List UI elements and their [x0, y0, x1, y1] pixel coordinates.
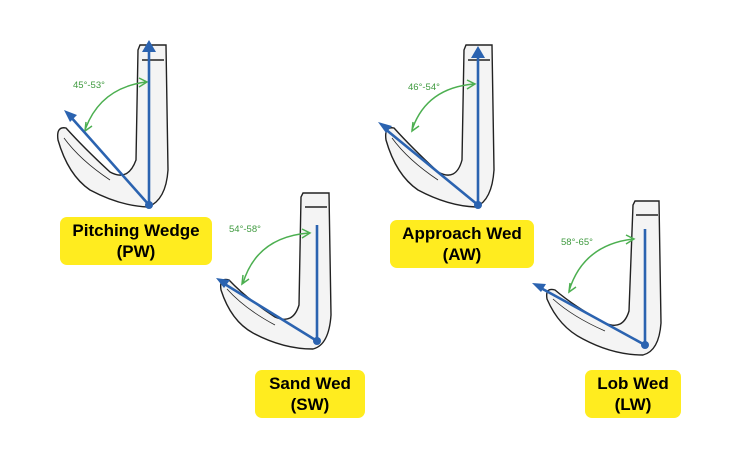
club-abbr: (LW) [614, 395, 652, 414]
angle-arc-arrowhead [241, 274, 250, 286]
angle-arc-arrowhead [301, 228, 312, 239]
club-abbr: (SW) [290, 395, 330, 414]
club-name: Pitching Wedge [72, 221, 200, 240]
pitching-wedge-label: Pitching Wedge (PW) [60, 217, 212, 265]
angle-arc-arrowhead [138, 77, 149, 88]
face-arrowhead [532, 283, 546, 292]
club-name: Sand Wed [269, 374, 351, 393]
approach-wedge-club-diagram: 46°-54° [378, 44, 495, 209]
loft-angle-label: 45°-53° [73, 80, 105, 91]
loft-angle-label: 46°-54° [408, 82, 440, 93]
face-arrow [222, 281, 318, 343]
angle-arc-arrowhead [568, 282, 577, 294]
face-arrowhead [216, 278, 230, 288]
angle-arc [568, 238, 634, 292]
angle-arc-arrowhead [411, 121, 420, 133]
face-arrowhead [378, 122, 392, 133]
lob-wedge-club-diagram: 58°-65° [532, 200, 662, 356]
sand-wedge-label: Sand Wed (SW) [255, 370, 365, 418]
approach-wedge-label: Approach Wed (AW) [390, 220, 534, 268]
angle-arc [242, 232, 310, 284]
angle-arc [84, 81, 147, 131]
pivot-dot [313, 337, 321, 345]
face-arrowhead [64, 110, 77, 122]
face-arrow [383, 126, 479, 207]
club-name: Lob Wed [597, 374, 669, 393]
face-arrow [538, 285, 646, 347]
angle-arc [411, 83, 475, 131]
angle-arc-arrowhead [625, 234, 636, 245]
loft-angle-label: 54°-58° [229, 224, 261, 235]
sand-wedge-club-diagram: 54°-58° [216, 192, 332, 350]
pivot-dot [474, 201, 482, 209]
club-abbr: (PW) [116, 242, 156, 261]
shaft-arrowhead [471, 46, 485, 58]
angle-arc-arrowhead [84, 121, 93, 133]
face-arrow [69, 115, 150, 206]
loft-angle-label: 58°-65° [561, 237, 593, 248]
pitching-wedge-club-diagram: 45°-53° [56, 40, 169, 209]
club-sketch [56, 44, 169, 208]
lob-wedge-label: Lob Wed (LW) [585, 370, 681, 418]
club-name: Approach Wed [402, 224, 522, 243]
club-abbr: (AW) [442, 245, 482, 264]
pivot-dot [641, 341, 649, 349]
club-sketch [219, 192, 332, 350]
angle-arc-arrowhead [466, 79, 477, 90]
shaft-arrowhead [142, 40, 156, 52]
pivot-dot [145, 201, 153, 209]
